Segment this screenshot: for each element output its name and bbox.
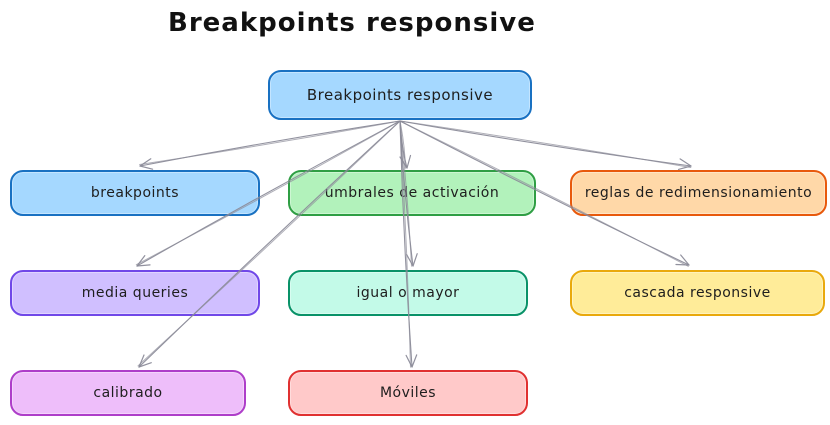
arrow-reglas bbox=[399, 120, 692, 167]
arrow-breakpoints bbox=[139, 120, 401, 167]
node-media-queries[interactable]: media queries bbox=[10, 270, 260, 316]
node-label: Breakpoints responsive bbox=[306, 86, 494, 104]
diagram-title: Breakpoints responsive bbox=[168, 8, 536, 38]
node-label: Móviles bbox=[379, 385, 437, 401]
arrowhead-igual-o-mayor-1 bbox=[412, 253, 418, 267]
node-cascada[interactable]: cascada responsive bbox=[570, 270, 825, 316]
arrowhead-breakpoints-1 bbox=[139, 165, 154, 170]
arrowhead-moviles-1 bbox=[411, 354, 418, 368]
arrowhead-media-queries-1 bbox=[136, 264, 151, 267]
node-label: cascada responsive bbox=[624, 285, 771, 301]
node-label: reglas de redimensionamiento bbox=[584, 185, 813, 201]
node-label: media queries bbox=[81, 285, 189, 301]
arrow-breakpoints-sketch bbox=[139, 120, 401, 165]
node-label: breakpoints bbox=[90, 185, 180, 201]
arrow-umbrales-sketch bbox=[399, 120, 406, 169]
arrow-calibrado bbox=[138, 120, 401, 368]
node-reglas[interactable]: reglas de redimensionamiento bbox=[570, 170, 827, 216]
node-label: umbrales de activación bbox=[324, 185, 500, 201]
arrowhead-umbrales-0 bbox=[399, 156, 408, 169]
arrowhead-moviles-0 bbox=[405, 354, 413, 368]
arrowhead-umbrales-1 bbox=[406, 154, 412, 169]
arrowhead-reglas-0 bbox=[677, 165, 692, 170]
node-calibrado[interactable]: calibrado bbox=[10, 370, 246, 416]
arrowhead-igual-o-mayor-0 bbox=[406, 254, 414, 267]
arrow-moviles-sketch bbox=[399, 120, 411, 368]
node-breakpoints[interactable]: breakpoints bbox=[10, 170, 260, 216]
arrowhead-cascada-1 bbox=[680, 254, 690, 266]
node-umbrales[interactable]: umbrales de activación bbox=[288, 170, 536, 216]
arrowhead-media-queries-0 bbox=[136, 255, 146, 267]
arrow-umbrales bbox=[399, 120, 408, 169]
arrowhead-calibrado-0 bbox=[138, 354, 145, 368]
arrowhead-breakpoints-0 bbox=[139, 158, 152, 167]
arrowhead-reglas-1 bbox=[679, 158, 692, 167]
arrow-moviles bbox=[399, 120, 413, 368]
node-label: igual o mayor bbox=[356, 285, 460, 301]
node-igual-o-mayor[interactable]: igual o mayor bbox=[288, 270, 528, 316]
arrowhead-cascada-0 bbox=[675, 263, 690, 266]
node-label: calibrado bbox=[93, 385, 163, 401]
arrowhead-calibrado-1 bbox=[138, 362, 152, 368]
arrow-calibrado-sketch bbox=[137, 120, 401, 367]
node-root[interactable]: Breakpoints responsive bbox=[268, 70, 532, 120]
arrow-reglas-sketch bbox=[399, 120, 692, 168]
node-moviles[interactable]: Móviles bbox=[288, 370, 528, 416]
